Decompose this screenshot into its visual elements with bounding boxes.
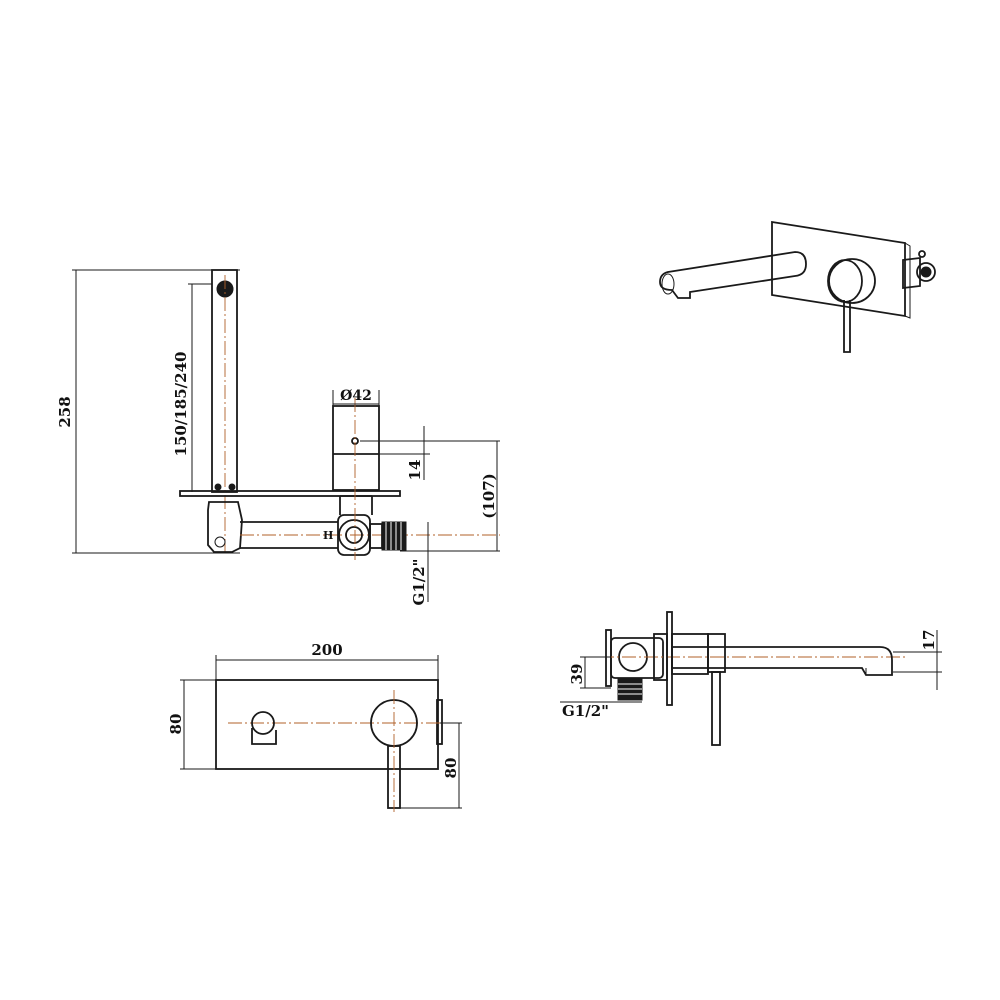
dim-handle-diameter: Ø42 <box>340 388 372 404</box>
profile-view: 39 G1/2" 17 <box>560 611 942 746</box>
side-view: H 258 150/185/240 <box>56 269 500 606</box>
iso-plate-edge <box>904 242 911 319</box>
dim-thread-bottom: G1/2" <box>562 702 609 720</box>
dim-plate-width: 200 <box>311 641 342 659</box>
isometric-view <box>659 220 936 353</box>
screw-right <box>228 483 236 491</box>
iso-connector <box>902 256 921 290</box>
dim-handle-offset: 14 <box>406 460 424 481</box>
spout-outlet-front <box>251 711 275 735</box>
dim-height-total: 258 <box>56 396 74 427</box>
dim-plate-height: 80 <box>167 714 185 735</box>
dim-valve-depth: 39 <box>568 664 586 685</box>
iso-plate <box>771 220 906 318</box>
spout-elbow <box>207 501 243 553</box>
spacer-profile <box>653 633 668 681</box>
thread-neck <box>369 523 383 549</box>
dim-spout-lengths: 150/185/240 <box>172 352 190 457</box>
lever-front <box>387 745 401 809</box>
dim-spout-outlet: 17 <box>920 630 938 651</box>
iso-handle-face <box>827 259 863 303</box>
iso-spout <box>659 251 807 299</box>
iso-inlet-thread <box>920 266 932 278</box>
dim-lever-length: 80 <box>442 758 460 779</box>
spout-neck-front <box>251 728 277 745</box>
hot-marker: H <box>323 529 333 542</box>
handle-cylinder <box>332 405 380 491</box>
iso-inlet-cap <box>918 250 926 258</box>
iso-handle-back <box>828 258 876 304</box>
front-plate <box>215 679 439 770</box>
valve-body-outer <box>338 519 370 551</box>
elbow-detail <box>214 536 226 548</box>
handle-cap-profile <box>707 633 726 673</box>
dim-handle-height: (107) <box>480 473 498 519</box>
spout-profile <box>671 646 893 676</box>
plate-edge <box>436 699 443 745</box>
lever-profile <box>711 671 721 746</box>
spout-body <box>211 269 238 493</box>
iso-lever <box>843 300 851 353</box>
valve-body-inner <box>345 526 363 544</box>
wall-plate <box>179 490 401 497</box>
screw-left <box>214 483 222 491</box>
iso-spout-tip <box>661 273 675 295</box>
dim-thread-side: G1/2" <box>410 559 428 606</box>
front-view: 200 80 80 <box>167 641 462 812</box>
iso-inlet <box>916 262 936 282</box>
